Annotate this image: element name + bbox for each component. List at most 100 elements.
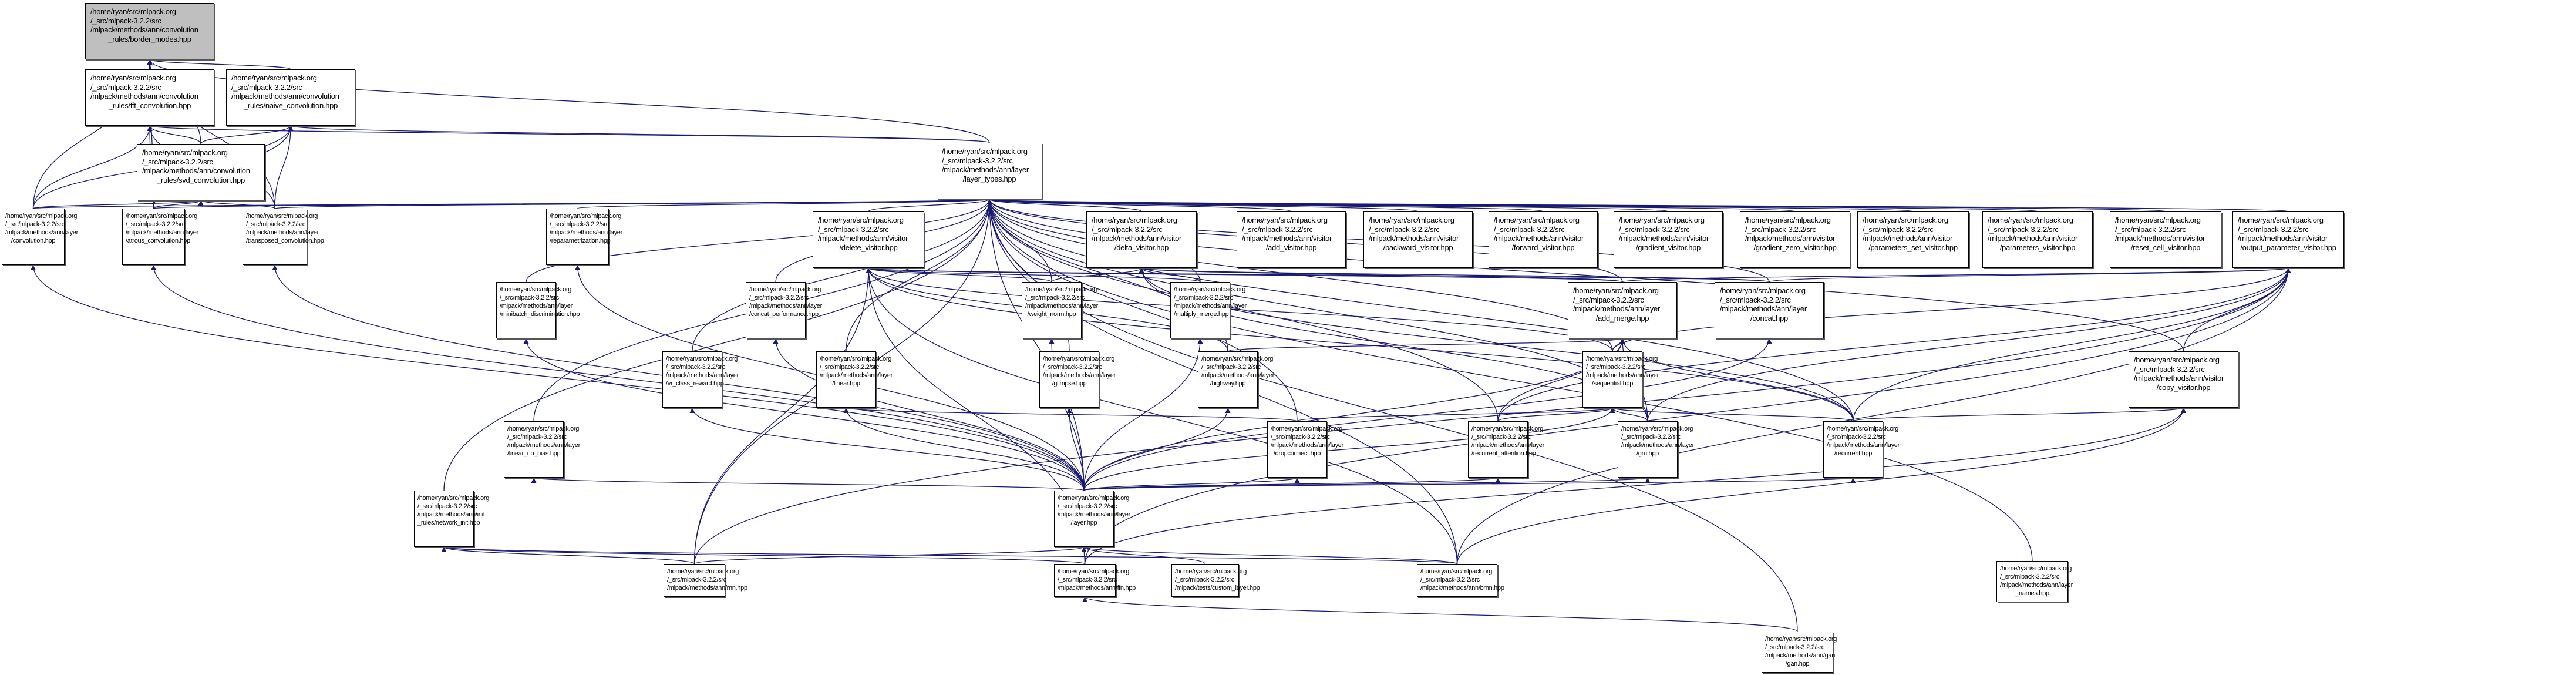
node-label-line: /mlpack/methods/ann/layer (1573, 304, 1660, 313)
node-label-line: /home/ryan/src/mlpack.org (2134, 355, 2220, 364)
edge-ffn-to-output-parameter-visitor (1084, 267, 2291, 565)
node-layer-names[interactable]: /home/ryan/src/mlpack.org/_src/mlpack-3.… (1996, 561, 2073, 602)
edge-layer-to-linear (843, 407, 1085, 491)
edge-convolution-to-svd-convolution (32, 200, 204, 209)
edge-vr-class-reward-to-layer-types (692, 199, 992, 352)
node-recurrent[interactable]: /home/ryan/src/mlpack.org/_src/mlpack-3.… (1823, 421, 1900, 478)
node-linear[interactable]: /home/ryan/src/mlpack.org/_src/mlpack-3.… (816, 351, 893, 408)
node-add-merge[interactable]: /home/ryan/src/mlpack.org/_src/mlpack-3.… (1568, 282, 1677, 338)
edge-brnn-to-network-init (442, 546, 1458, 565)
node-label-line: /mlpack/methods/ann/visitor (1863, 234, 1953, 243)
node-label-line: /_src/mlpack-3.2.2/src (942, 156, 1013, 165)
node-transposed-convolution[interactable]: /home/ryan/src/mlpack.org/_src/mlpack-3.… (243, 209, 324, 265)
edge-ffn-to-network-init (442, 546, 1086, 565)
node-label-line: /home/ryan/src/mlpack.org (507, 425, 580, 432)
node-multiply-merge[interactable]: /home/ryan/src/mlpack.org/_src/mlpack-3.… (1170, 282, 1247, 338)
node-forward-visitor[interactable]: /home/ryan/src/mlpack.org/_src/mlpack-3.… (1489, 211, 1598, 268)
node-highway[interactable]: /home/ryan/src/mlpack.org/_src/mlpack-3.… (1198, 351, 1274, 408)
node-atrous-convolution[interactable]: /home/ryan/src/mlpack.org/_src/mlpack-3.… (122, 209, 198, 265)
node-fft-convolution[interactable]: /home/ryan/src/mlpack.org/_src/mlpack-3.… (85, 69, 214, 126)
node-label-line: /mlpack/methods/ann/layer (1720, 304, 1807, 313)
node-label-line: /mlpack/methods/ann/visitor (1092, 234, 1182, 243)
node-layer-types[interactable]: /home/ryan/src/mlpack.org/_src/mlpack-3.… (937, 143, 1042, 199)
node-label-line: /home/ryan/src/mlpack.org (1058, 495, 1130, 502)
node-label-line: /_src/mlpack-3.2.2/src (1043, 364, 1102, 371)
node-glimpse[interactable]: /home/ryan/src/mlpack.org/_src/mlpack-3.… (1039, 351, 1116, 408)
node-parameters-set-visitor[interactable]: /home/ryan/src/mlpack.org/_src/mlpack-3.… (1857, 211, 1969, 268)
edge-dropconnect-to-sequential (1297, 407, 1615, 422)
edge-multiply-merge-to-delete-visitor (866, 267, 1201, 283)
edge-convolution-to-fft-convolution (32, 125, 153, 209)
node-parameters-visitor[interactable]: /home/ryan/src/mlpack.org/_src/mlpack-3.… (1982, 211, 2093, 268)
node-label-line: /_src/mlpack-3.2.2/src (1988, 224, 2059, 234)
edge-layer-to-highway (1083, 407, 1231, 491)
node-label-line: /backward_visitor.hpp (1383, 243, 1453, 252)
node-naive-convolution[interactable]: /home/ryan/src/mlpack.org/_src/mlpack-3.… (226, 69, 355, 126)
edge-concat-to-output-parameter-visitor (1769, 267, 2291, 283)
node-concat-performance[interactable]: /home/ryan/src/mlpack.org/_src/mlpack-3.… (746, 282, 822, 338)
node-gradient-visitor[interactable]: /home/ryan/src/mlpack.org/_src/mlpack-3.… (1614, 211, 1723, 268)
node-label-line: /home/ryan/src/mlpack.org (1175, 568, 1247, 575)
node-label-line: /home/ryan/src/mlpack.org (231, 73, 317, 82)
node-label-line: /home/ryan/src/mlpack.org (1271, 425, 1343, 432)
edge-recurrent-attention-to-sequential (1497, 407, 1615, 422)
node-label-line: /_src/mlpack-3.2.2/src (1720, 295, 1791, 304)
edge-network-init-to-layer-types (443, 199, 992, 491)
node-label-line: /gradient_zero_visitor.hpp (1753, 243, 1837, 252)
node-label-line: /mlpack/methods/ann/convolution (90, 25, 198, 34)
node-gradient-zero-visitor[interactable]: /home/ryan/src/mlpack.org/_src/mlpack-3.… (1740, 211, 1850, 268)
node-custom-layer[interactable]: /home/ryan/src/mlpack.org/_src/mlpack-3.… (1171, 564, 1260, 597)
node-label-line: /mlpack/methods/ann/layer (246, 229, 319, 236)
node-label-line: /_src/mlpack-3.2.2/src (2115, 224, 2186, 234)
edge-layer-to-recurrent-attention (1083, 477, 1500, 491)
edge-add-merge-to-output-parameter-visitor (1622, 267, 2291, 283)
node-delta-visitor[interactable]: /home/ryan/src/mlpack.org/_src/mlpack-3.… (1086, 211, 1197, 268)
node-dropconnect[interactable]: /home/ryan/src/mlpack.org/_src/mlpack-3.… (1267, 421, 1343, 478)
node-backward-visitor[interactable]: /home/ryan/src/mlpack.org/_src/mlpack-3.… (1363, 211, 1473, 268)
node-gan[interactable]: /home/ryan/src/mlpack.org/_src/mlpack-3.… (1762, 632, 1837, 673)
edge-layer-to-dropconnect (1083, 477, 1300, 491)
node-label-line: /_src/mlpack-3.2.2/src (667, 576, 726, 583)
node-label-line: /convolution.hpp (11, 237, 56, 244)
node-reset-cell-visitor[interactable]: /home/ryan/src/mlpack.org/_src/mlpack-3.… (2110, 211, 2221, 268)
node-label-line: /_src/mlpack-3.2.2/src (1745, 224, 1816, 234)
node-vr-class-reward[interactable]: /home/ryan/src/mlpack.org/_src/mlpack-3.… (662, 351, 739, 408)
node-label-line: /mlpack/methods/ann/ffn.hpp (1058, 585, 1136, 592)
node-label-line: /mlpack/methods/ann/visitor (1745, 234, 1836, 243)
node-concat[interactable]: /home/ryan/src/mlpack.org/_src/mlpack-3.… (1715, 282, 1824, 338)
node-linear-no-bias[interactable]: /home/ryan/src/mlpack.org/_src/mlpack-3.… (504, 421, 580, 478)
node-rnn[interactable]: /home/ryan/src/mlpack.org/_src/mlpack-3.… (664, 564, 747, 597)
node-convolution[interactable]: /home/ryan/src/mlpack.org/_src/mlpack-3.… (2, 209, 78, 265)
node-ffn[interactable]: /home/ryan/src/mlpack.org/_src/mlpack-3.… (1054, 564, 1136, 597)
node-sequential[interactable]: /home/ryan/src/mlpack.org/_src/mlpack-3.… (1582, 351, 1659, 408)
edge-brnn-to-copy-visitor (1456, 407, 2186, 565)
node-copy-visitor[interactable]: /home/ryan/src/mlpack.org/_src/mlpack-3.… (2129, 351, 2238, 408)
node-brnn[interactable]: /home/ryan/src/mlpack.org/_src/mlpack-3.… (1417, 564, 1504, 597)
node-label-line: /_src/mlpack-3.2.2/src (749, 294, 809, 301)
node-label-line: /mlpack/methods/ann/layer (820, 372, 893, 379)
node-label-line: /parameters_visitor.hpp (1999, 243, 2076, 252)
node-add-visitor[interactable]: /home/ryan/src/mlpack.org/_src/mlpack-3.… (1237, 211, 1346, 268)
edge-weight-norm-to-delete-visitor (866, 267, 1052, 283)
node-minibatch-discrimination[interactable]: /home/ryan/src/mlpack.org/_src/mlpack-3.… (496, 282, 580, 338)
node-label-line: /home/ryan/src/mlpack.org (126, 213, 198, 220)
node-delete-visitor[interactable]: /home/ryan/src/mlpack.org/_src/mlpack-3.… (813, 211, 924, 268)
node-weight-norm[interactable]: /home/ryan/src/mlpack.org/_src/mlpack-3.… (1022, 282, 1098, 338)
node-reparametrization[interactable]: /home/ryan/src/mlpack.org/_src/mlpack-3.… (546, 209, 622, 265)
node-border-modes[interactable]: /home/ryan/src/mlpack.org/_src/mlpack-3.… (85, 3, 214, 59)
node-label-line: /_src/mlpack-3.2.2/src (500, 294, 559, 301)
node-recurrent-attention[interactable]: /home/ryan/src/mlpack.org/_src/mlpack-3.… (1468, 421, 1544, 478)
node-network-init[interactable]: /home/ryan/src/mlpack.org/_src/mlpack-3.… (414, 491, 489, 547)
node-label-line: /home/ryan/src/mlpack.org (1765, 636, 1837, 643)
edge-layer-to-vr-class-reward (689, 407, 1085, 491)
edge-layer-types-to-naive-convolution (288, 125, 990, 143)
node-label-line: /_src/mlpack-3.2.2/src (1494, 224, 1565, 234)
node-svd-convolution[interactable]: /home/ryan/src/mlpack.org/_src/mlpack-3.… (137, 144, 265, 200)
node-gru[interactable]: /home/ryan/src/mlpack.org/_src/mlpack-3.… (1618, 421, 1694, 478)
edge-brnn-to-output-parameter-visitor (1456, 267, 2291, 565)
node-label-line: /_src/mlpack-3.2.2/src (90, 16, 161, 25)
node-output-parameter-visitor[interactable]: /home/ryan/src/mlpack.org/_src/mlpack-3.… (2232, 211, 2344, 268)
node-layer[interactable]: /home/ryan/src/mlpack.org/_src/mlpack-3.… (1054, 491, 1130, 547)
node-label-line: /vr_class_reward.hpp (666, 380, 724, 387)
node-label-line: /reparametrization.hpp (550, 237, 611, 244)
